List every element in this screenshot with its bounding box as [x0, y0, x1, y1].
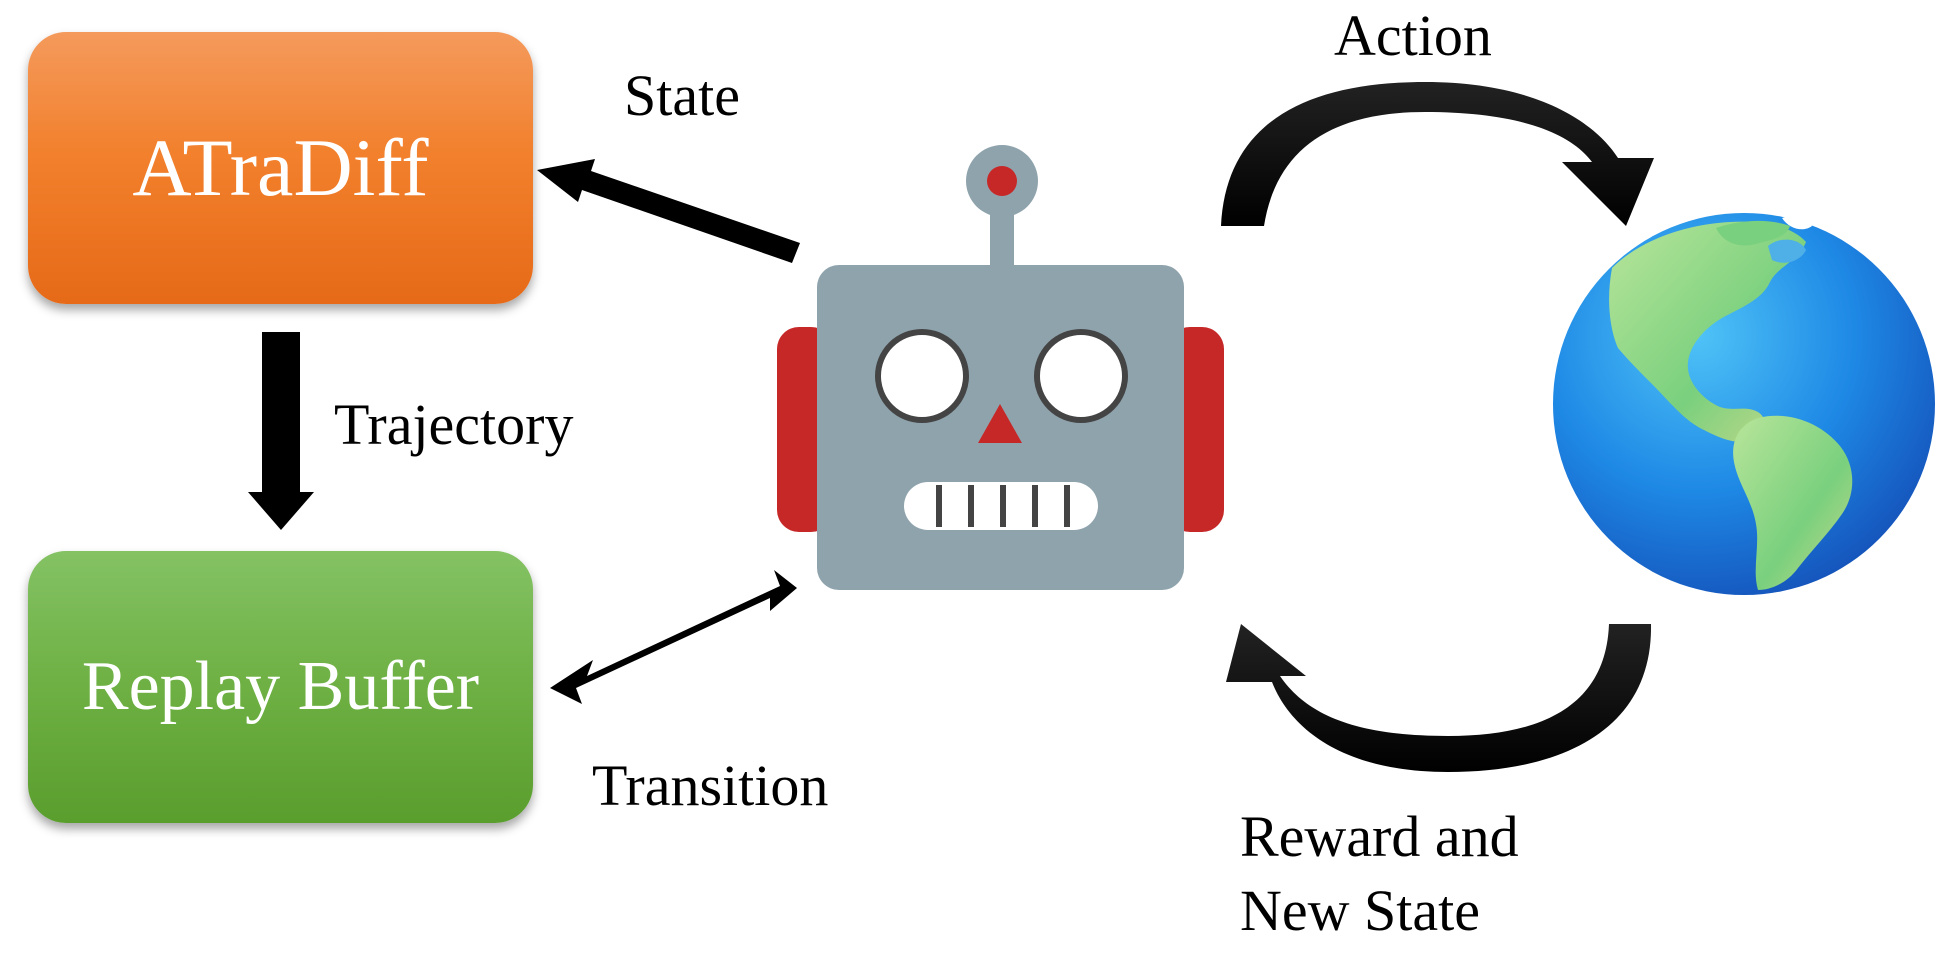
reward-label-line1: Reward and: [1240, 804, 1519, 869]
transition-arrow: [550, 570, 797, 704]
robot-icon: [777, 145, 1224, 590]
reward-label-line2: New State: [1240, 878, 1480, 943]
replay-buffer-label: Replay Buffer: [81, 648, 480, 725]
transition-label: Transition: [592, 753, 829, 818]
reward-label: Reward and New State: [1240, 800, 1519, 948]
trajectory-label: Trajectory: [334, 392, 574, 457]
atradiff-node: ATraDiff: [28, 32, 533, 304]
atradiff-label: ATraDiff: [132, 122, 429, 213]
replay-buffer-node: Replay Buffer: [28, 551, 533, 823]
action-arrow: [1221, 82, 1654, 226]
action-label: Action: [1334, 3, 1492, 68]
state-label: State: [624, 63, 740, 128]
reward-arrow: [1226, 624, 1652, 772]
trajectory-arrow: [248, 332, 314, 530]
globe-icon: [1553, 213, 1935, 595]
state-arrow: [537, 159, 800, 263]
